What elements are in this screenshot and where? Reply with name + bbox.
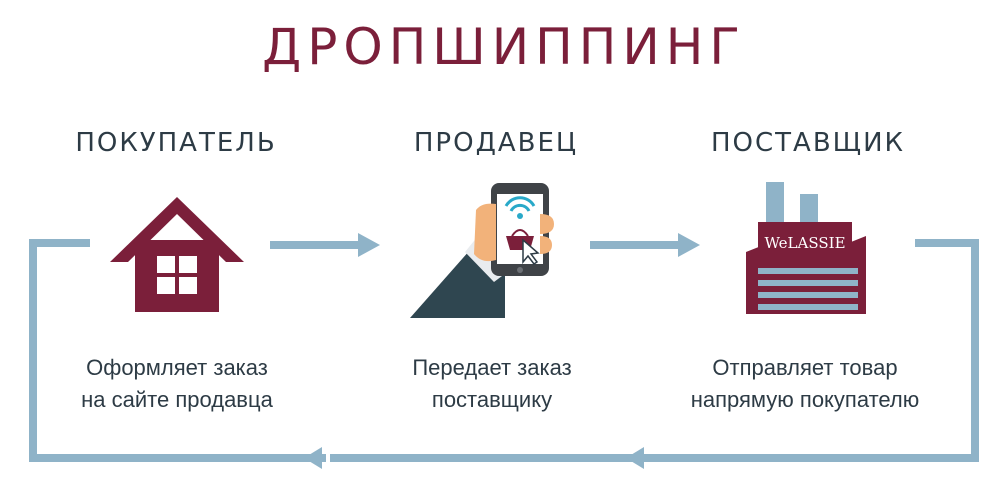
description-line: Отправляет товар [712, 355, 898, 380]
page-title: ДРОПШИППИНГ [262, 18, 746, 76]
stage-seller-description: Передает заказ поставщику [327, 352, 657, 416]
description-line: на сайте продавца [81, 387, 273, 412]
description-line: поставщику [431, 387, 553, 412]
stage-buyer-title: ПОКУПАТЕЛЬ [75, 128, 277, 158]
smartphone-icon [410, 183, 554, 318]
factory-sign-label: WeLASSIE [764, 234, 845, 252]
stage-supplier-title: ПОСТАВЩИК [710, 128, 906, 158]
return-loop-arrow [29, 239, 979, 462]
stage-seller-title: ПРОДАВЕЦ [413, 128, 579, 158]
description-line: Оформляет заказ [86, 355, 268, 380]
house-icon [110, 197, 244, 312]
return-arrowhead-right [626, 447, 644, 469]
return-arrowhead-left [304, 447, 322, 469]
arrow-buyer-to-seller [270, 233, 380, 257]
stage-supplier-description: Отправляет товар напрямую покупателю [640, 352, 970, 416]
description-line: Передает заказ [412, 355, 572, 380]
stage-buyer-description: Оформляет заказ на сайте продавца [12, 352, 342, 416]
factory-icon: WeLASSIE [746, 182, 866, 314]
description-line: напрямую покупателю [690, 387, 920, 412]
arrow-seller-to-supplier [590, 233, 700, 257]
